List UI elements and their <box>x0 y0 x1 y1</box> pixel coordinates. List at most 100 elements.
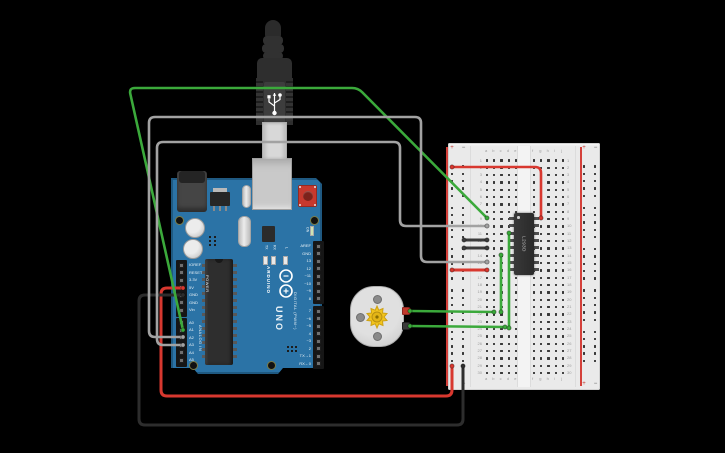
rail-hole[interactable] <box>593 187 597 190</box>
bb-hole[interactable] <box>485 276 489 279</box>
rail-hole[interactable] <box>593 255 597 258</box>
bb-hole[interactable] <box>540 261 543 265</box>
bb-hole[interactable] <box>547 327 550 331</box>
bb-hole[interactable] <box>493 247 496 250</box>
bb-hole[interactable] <box>507 225 511 228</box>
rail-hole[interactable] <box>593 235 597 239</box>
bb-hole[interactable] <box>554 173 558 177</box>
bb-hole[interactable] <box>562 313 565 316</box>
rail-hole[interactable] <box>582 187 586 190</box>
wire-rail-to-vcc2-endpoint[interactable] <box>449 267 455 273</box>
rail-hole[interactable] <box>582 330 586 333</box>
bb-hole[interactable] <box>540 371 543 375</box>
bb-hole[interactable] <box>500 320 503 323</box>
bb-hole[interactable] <box>485 298 489 301</box>
rail-hole[interactable] <box>450 221 454 224</box>
bb-hole[interactable] <box>532 364 536 367</box>
bb-hole[interactable] <box>554 335 558 338</box>
bb-hole[interactable] <box>562 239 565 243</box>
rail-hole[interactable] <box>461 289 465 292</box>
rail-hole[interactable] <box>450 277 454 280</box>
rail-hole[interactable] <box>450 255 454 258</box>
bb-hole[interactable] <box>554 188 558 191</box>
bb-hole[interactable] <box>554 327 558 331</box>
pin-~11[interactable] <box>316 273 321 279</box>
rail-hole[interactable] <box>593 247 597 251</box>
bb-hole[interactable] <box>493 181 496 184</box>
bb-hole[interactable] <box>500 313 503 316</box>
bb-hole[interactable] <box>485 313 489 316</box>
bb-hole[interactable] <box>485 254 489 257</box>
bb-hole[interactable] <box>532 283 536 287</box>
bb-hole[interactable] <box>532 173 536 177</box>
bb-hole[interactable] <box>547 305 550 309</box>
bb-hole[interactable] <box>485 342 489 345</box>
bb-hole[interactable] <box>493 188 496 191</box>
bb-hole[interactable] <box>547 261 550 265</box>
rail-hole[interactable] <box>461 179 465 183</box>
rail-hole[interactable] <box>582 337 586 341</box>
rail-hole[interactable] <box>450 247 454 251</box>
pin-a4[interactable] <box>179 350 184 355</box>
bb-hole[interactable] <box>515 188 518 191</box>
rail-hole[interactable] <box>450 289 454 292</box>
bb-hole[interactable] <box>562 283 565 287</box>
digital-header-top[interactable] <box>313 241 324 304</box>
rail-hole[interactable] <box>461 221 465 224</box>
bb-hole[interactable] <box>554 210 558 213</box>
bb-hole[interactable] <box>485 159 489 162</box>
rail-hole[interactable] <box>450 337 454 341</box>
rail-hole[interactable] <box>582 311 586 314</box>
rail-hole[interactable] <box>582 359 586 363</box>
bb-hole[interactable] <box>562 276 565 279</box>
rail-hole[interactable] <box>593 345 597 348</box>
rail-hole[interactable] <box>582 269 586 273</box>
rail-hole[interactable] <box>582 303 586 307</box>
pin-7[interactable] <box>316 308 321 314</box>
bb-hole[interactable] <box>493 283 496 287</box>
bb-hole[interactable] <box>493 291 496 294</box>
rail-hole[interactable] <box>450 352 454 355</box>
rail-hole[interactable] <box>582 165 586 168</box>
bb-hole[interactable] <box>500 327 503 331</box>
bb-hole[interactable] <box>540 335 543 338</box>
bb-hole[interactable] <box>540 305 543 309</box>
rail-hole[interactable] <box>593 330 597 333</box>
bb-hole[interactable] <box>562 342 565 345</box>
bb-hole[interactable] <box>500 342 503 345</box>
wire-motor-terminal-minus[interactable] <box>408 324 507 329</box>
bb-hole[interactable] <box>554 305 558 309</box>
bb-hole[interactable] <box>493 203 496 206</box>
bb-hole[interactable] <box>540 313 543 316</box>
bb-hole[interactable] <box>547 166 550 170</box>
bb-hole[interactable] <box>554 291 558 294</box>
bb-hole[interactable] <box>500 225 503 228</box>
bb-hole[interactable] <box>500 335 503 338</box>
bb-hole[interactable] <box>562 254 565 257</box>
rail-hole[interactable] <box>582 228 586 231</box>
bb-hole[interactable] <box>547 313 550 316</box>
bb-hole[interactable] <box>540 357 543 360</box>
bb-hole[interactable] <box>500 371 503 375</box>
wire-a1-to-chip-enable-endpoint[interactable] <box>180 327 186 333</box>
pin-~6[interactable] <box>316 316 321 321</box>
bb-hole[interactable] <box>562 203 565 206</box>
rail-hole[interactable] <box>461 187 465 190</box>
bb-hole[interactable] <box>562 364 565 367</box>
bb-hole[interactable] <box>554 166 558 170</box>
bb-hole[interactable] <box>547 371 550 375</box>
rail-hole[interactable] <box>593 277 597 280</box>
bb-hole[interactable] <box>515 181 518 184</box>
bb-hole[interactable] <box>554 261 558 265</box>
bb-hole[interactable] <box>500 188 503 191</box>
pin-13[interactable] <box>316 258 321 264</box>
bb-hole[interactable] <box>500 159 503 162</box>
rail-hole[interactable] <box>593 359 597 363</box>
bb-hole[interactable] <box>507 349 511 353</box>
rail-hole[interactable] <box>450 303 454 307</box>
bb-hole[interactable] <box>532 276 536 279</box>
bb-hole[interactable] <box>493 305 496 309</box>
rail-hole[interactable] <box>450 318 454 321</box>
bb-hole[interactable] <box>493 320 496 323</box>
bb-hole[interactable] <box>562 327 565 331</box>
